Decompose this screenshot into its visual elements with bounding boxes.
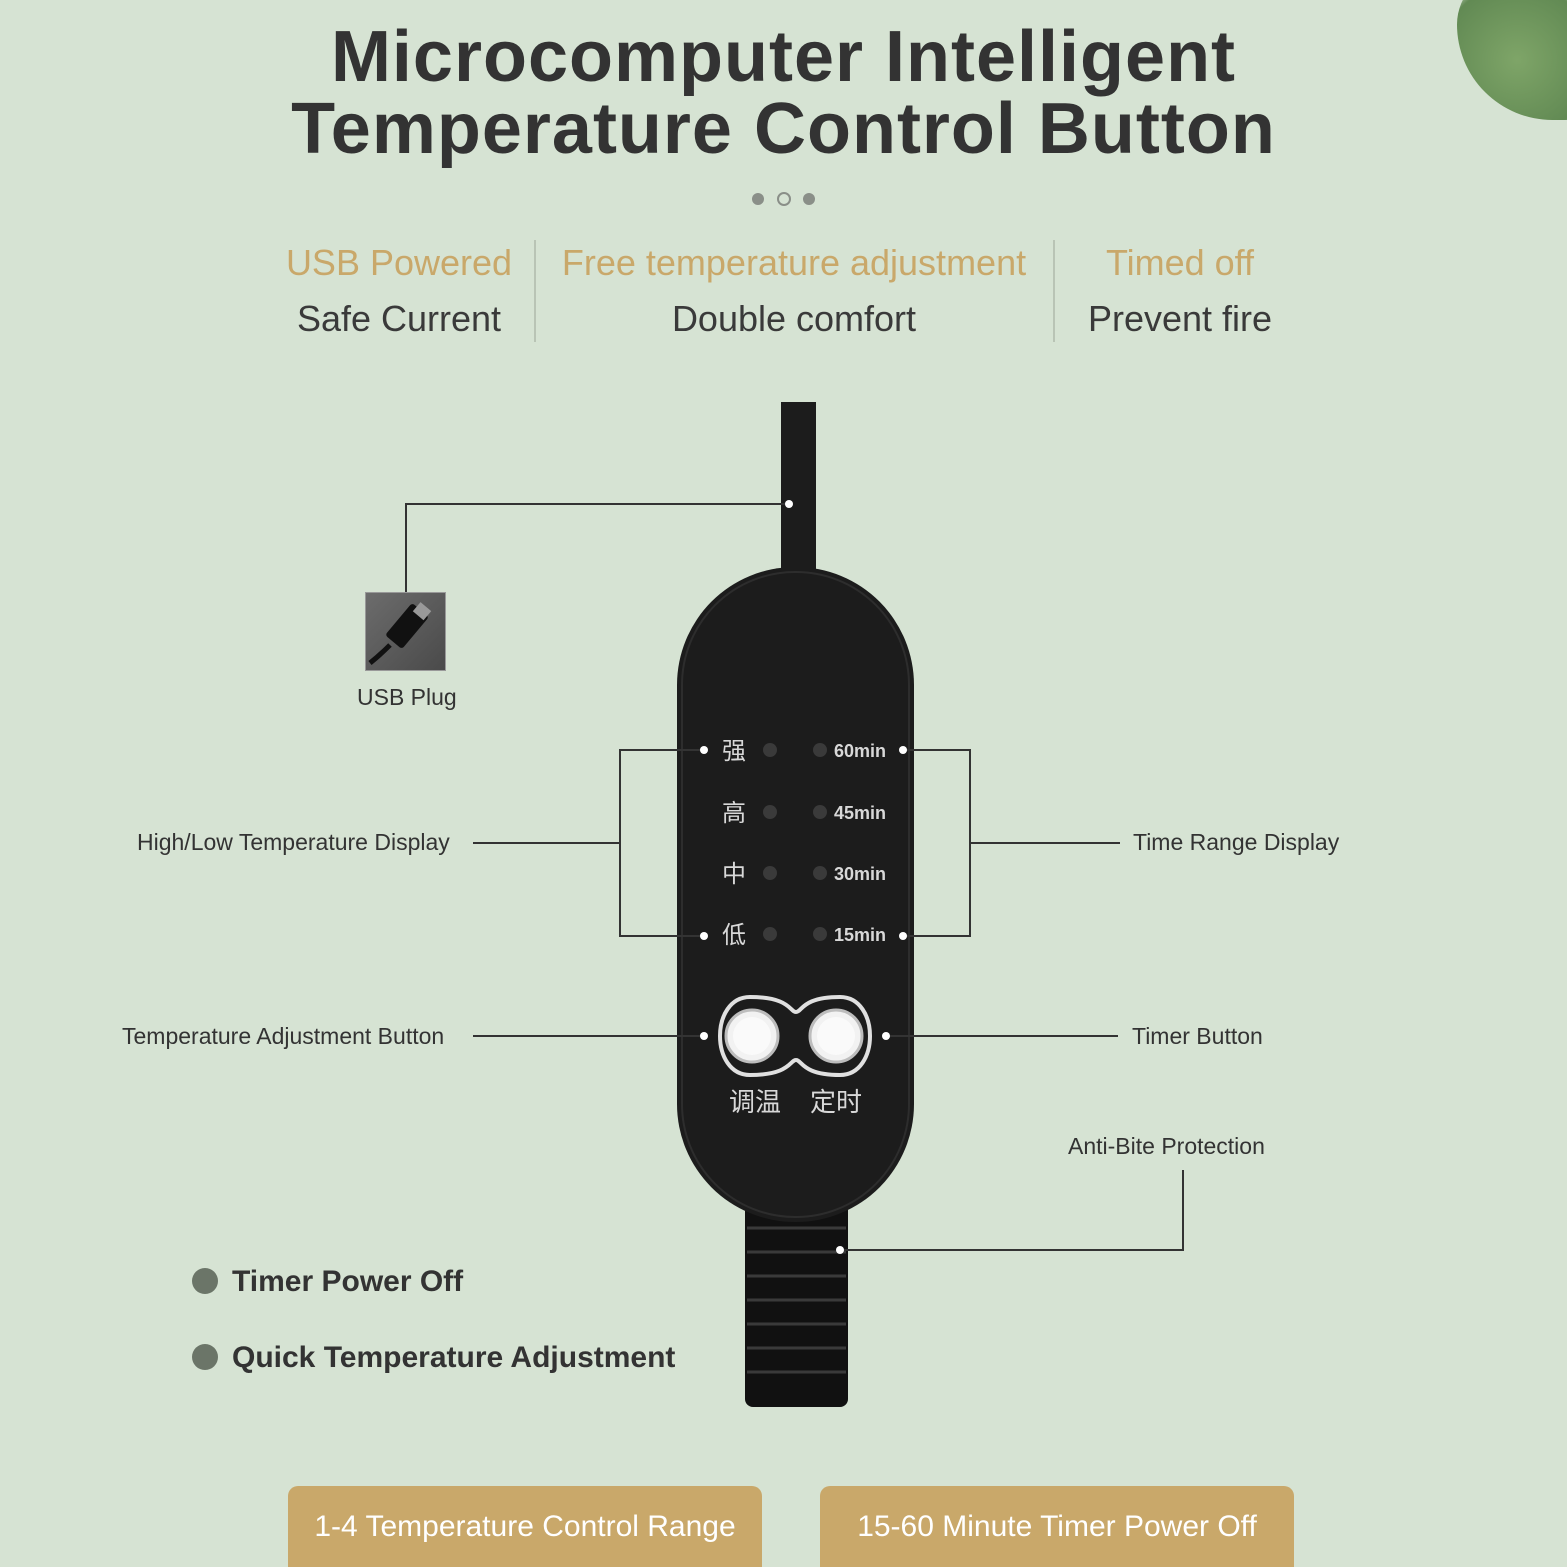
page-title-line-1: Microcomputer Intelligent: [330, 17, 1237, 97]
button-housing: [718, 994, 872, 1078]
bullet-text: Quick Temperature Adjustment: [232, 1341, 676, 1374]
temp-led: [763, 805, 777, 819]
temp-display-label: High/Low Temperature Display: [137, 829, 450, 855]
feature-subline: Double comfort: [671, 298, 917, 339]
time-level-label: 15min: [834, 925, 886, 945]
carousel-dot-active[interactable]: [776, 191, 791, 206]
feature-headline: Timed off: [1105, 242, 1255, 283]
bullet-item: Timer Power Off: [192, 1265, 463, 1299]
temp-level-label: 强: [722, 737, 746, 765]
bullet-dot-icon: [192, 1344, 218, 1370]
temp-button-callout: Temperature Adjustment Button: [122, 1023, 445, 1049]
feature-headline: USB Powered: [285, 242, 513, 283]
usb-callout-line: [405, 503, 789, 593]
timer-button-callout: Timer Button: [1132, 1023, 1263, 1049]
carousel-dot[interactable]: [802, 192, 815, 205]
carousel-dot[interactable]: [752, 192, 765, 205]
time-display-label: Time Range Display: [1133, 829, 1340, 855]
feature-divider: [1053, 240, 1055, 342]
temp-led: [763, 866, 777, 880]
time-led: [813, 805, 827, 819]
time-level-label: 30min: [834, 864, 886, 884]
timer-range-button[interactable]: 15-60 Minute Timer Power Off: [820, 1486, 1294, 1567]
temp-led: [763, 927, 777, 941]
temp-level-label: 低: [722, 921, 746, 949]
bullet-item: Quick Temperature Adjustment: [192, 1341, 675, 1375]
time-level-label: 60min: [834, 741, 886, 761]
controller-body: [677, 567, 914, 1222]
feature-temperature: Free temperature adjustment Double comfo…: [555, 240, 1033, 342]
bullet-text: Timer Power Off: [232, 1265, 464, 1298]
temp-level-label: 高: [722, 799, 746, 827]
device-cable: [781, 402, 816, 582]
feature-subline: Safe Current: [296, 298, 502, 339]
feature-timer: Timed off Prevent fire: [1070, 240, 1290, 342]
feature-subline: Prevent fire: [1087, 298, 1273, 339]
time-led: [813, 743, 827, 757]
anti-bite-coil: [745, 1200, 848, 1407]
feature-usb: USB Powered Safe Current: [270, 240, 528, 342]
page-title-line-2: Temperature Control Button: [291, 89, 1276, 169]
temp-level-label: 中: [722, 860, 746, 888]
usb-plug-thumbnail: [366, 593, 445, 670]
feature-headline: Free temperature adjustment: [561, 242, 1027, 283]
time-level-label: 45min: [834, 803, 886, 823]
time-led: [813, 927, 827, 941]
time-led: [813, 866, 827, 880]
carousel-dots: [0, 190, 1567, 208]
temp-button-label: 调温: [729, 1088, 781, 1118]
timer-button-label: 定时: [810, 1088, 862, 1118]
anti-bite-label: Anti-Bite Protection: [1068, 1133, 1265, 1159]
usb-plug-label: USB Plug: [357, 684, 457, 710]
temp-led: [763, 743, 777, 757]
temperature-range-button[interactable]: 1-4 Temperature Control Range: [288, 1486, 762, 1567]
bullet-dot-icon: [192, 1268, 218, 1294]
feature-divider: [534, 240, 536, 342]
